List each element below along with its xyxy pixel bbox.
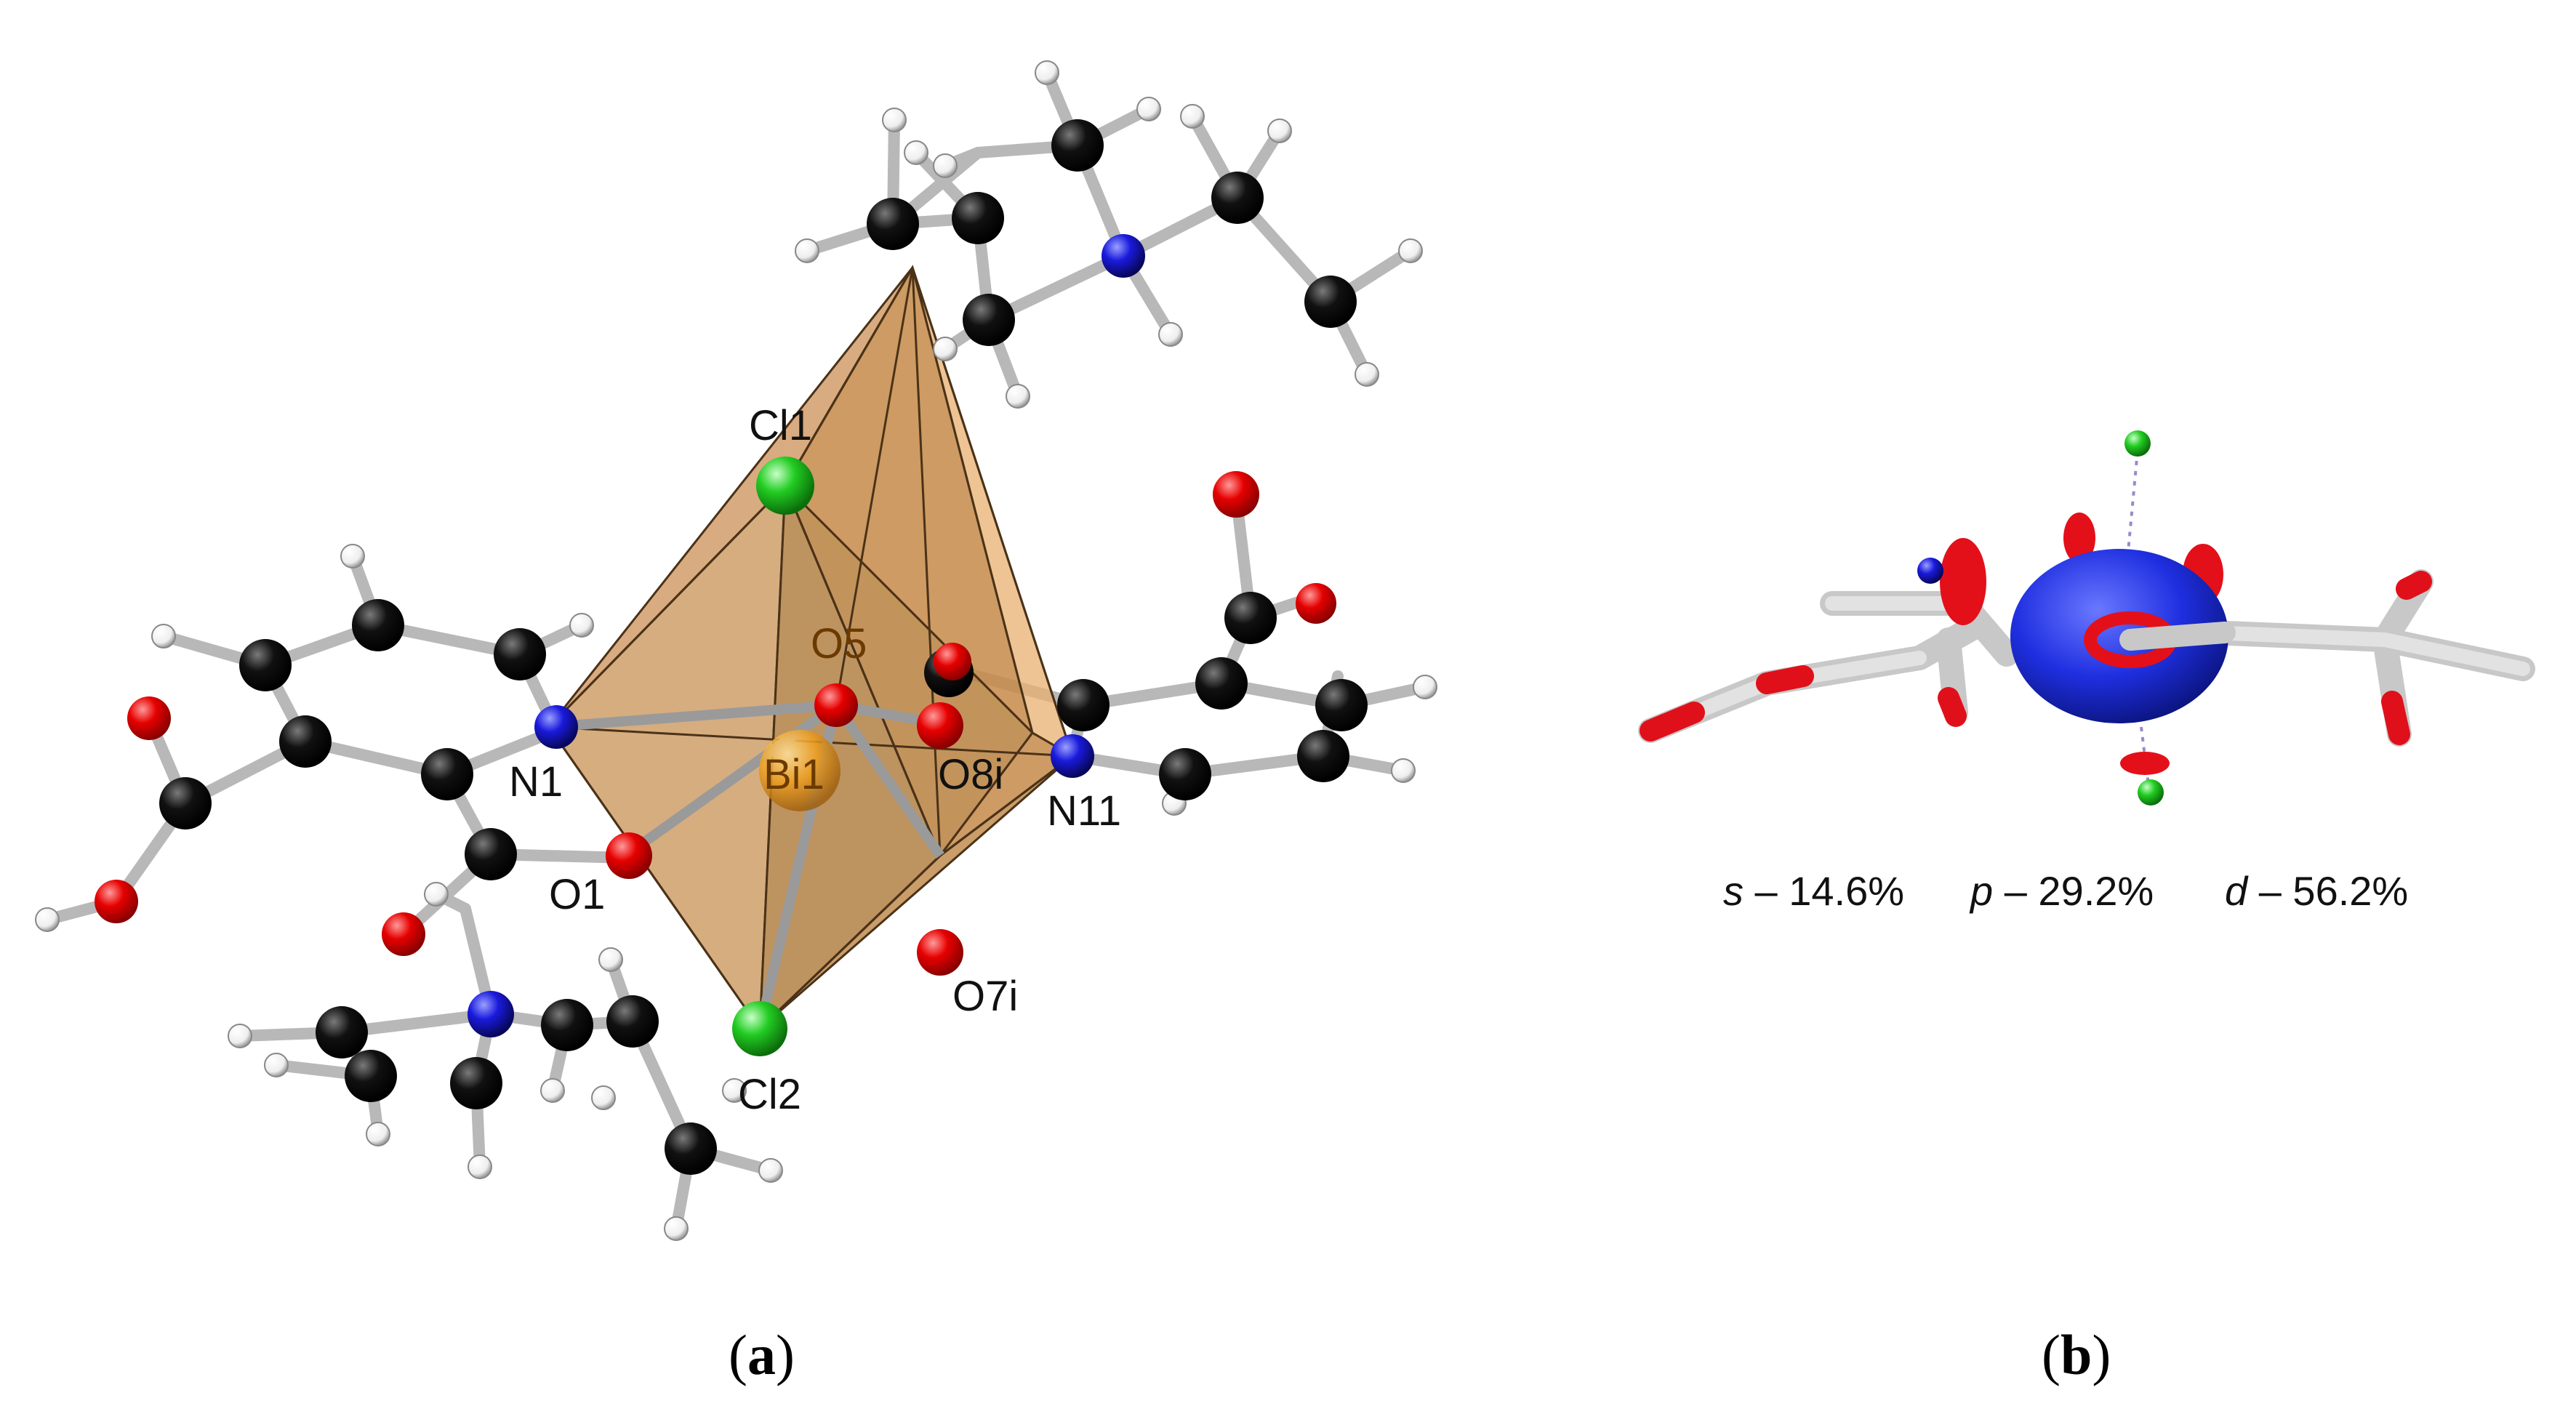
label-cl1: Cl1 — [749, 402, 812, 449]
label-n11: N11 — [1047, 787, 1121, 835]
panel-a-crystal-structure: Cl1 Cl2 Bi1 N1 N11 O1 O5 O8i O7i (a) — [35, 60, 1437, 1386]
label-cl2: Cl2 — [738, 1071, 801, 1118]
label-o7i: O7i — [952, 973, 1018, 1020]
p-orbital-contribution: p – 29.2% — [1969, 868, 2154, 914]
panel-label-a: (a) — [729, 1323, 795, 1386]
oxygen-atoms — [95, 471, 1336, 976]
chlorine-atom-bottom — [2138, 779, 2164, 806]
label-o5: O5 — [811, 620, 867, 667]
nitrogen-atoms — [468, 234, 1145, 1037]
label-o8i: O8i — [938, 751, 1003, 798]
chlorine-atom-top — [2124, 430, 2151, 457]
bismuth-atom — [759, 730, 840, 811]
hydrogen-atoms — [35, 60, 1437, 1241]
ligand-sticks — [1638, 569, 2535, 747]
chlorine-atoms — [732, 457, 814, 1056]
panel-label-b: (b) — [2042, 1323, 2111, 1386]
label-o1: O1 — [549, 871, 605, 918]
label-n1: N1 — [509, 758, 563, 806]
lone-pair-lobe — [2010, 549, 2228, 723]
bismuth-coordination-polyhedron — [547, 265, 1075, 1032]
panel-b-lone-pair-orbital: s – 14.6% p – 29.2% d – 56.2% (b) — [1638, 430, 2535, 1386]
d-orbital-contribution: d – 56.2% — [2225, 868, 2408, 914]
label-bi1: Bi1 — [763, 751, 824, 798]
carbon-atoms — [159, 119, 1368, 1175]
s-orbital-contribution: s – 14.6% — [1723, 868, 1904, 914]
nitrogen-atom — [1917, 558, 1943, 584]
